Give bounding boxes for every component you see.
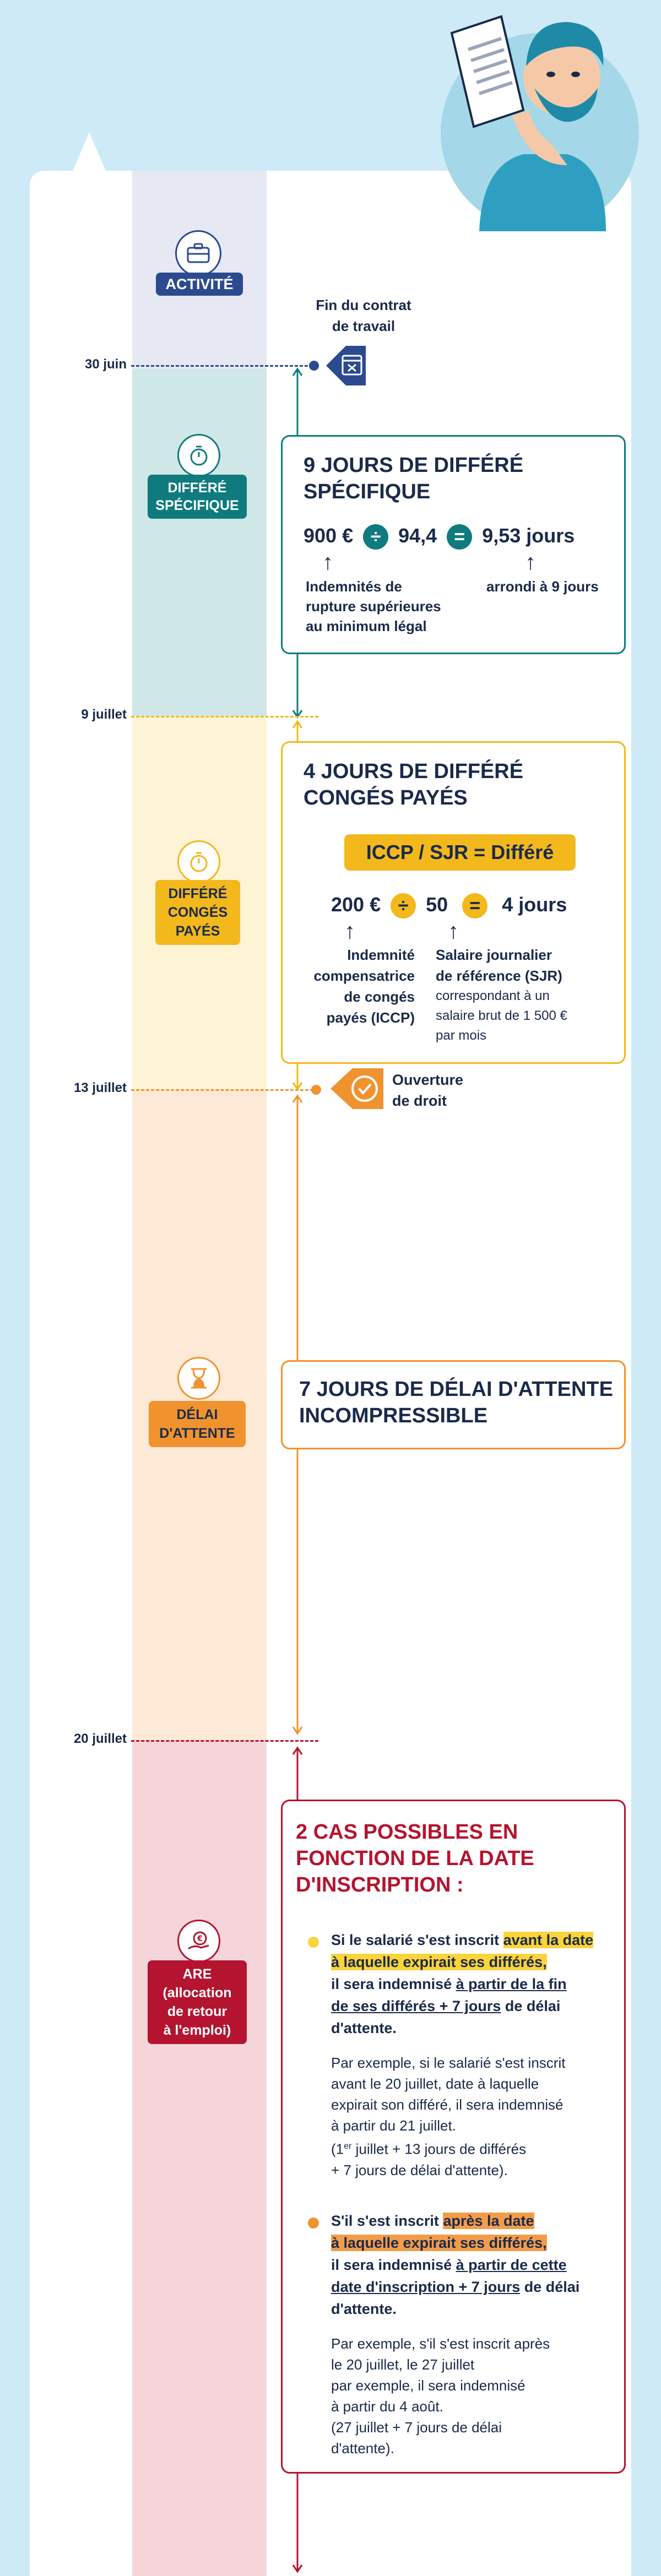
date-line-13-juillet [131, 1089, 318, 1091]
up-arrow-icon: ↑ [525, 550, 536, 574]
conges-val1: 200 € [331, 893, 381, 916]
phase-label-specific: DIFFÉRÉ SPÉCIFIQUE [148, 475, 247, 519]
event-ouverture-droit: Ouverture de droit [392, 1072, 464, 1109]
box-are-title-2: FONCTION DE LA DATE [296, 1847, 534, 1870]
phase-label-conges: DIFFÉRÉ CONGÉS PAYÉS [155, 880, 240, 945]
box-delai-attente: 7 JOURS DE DÉLAI D'ATTENTE INCOMPRESSIBL… [281, 1360, 626, 1449]
band-are [132, 1740, 267, 2576]
phase-label-activity: ACTIVITÉ [156, 273, 243, 296]
equals-icon: = [462, 893, 488, 919]
briefcase-icon [175, 230, 221, 276]
divide-icon: ÷ [363, 524, 389, 550]
conges-val3: 4 jours [502, 893, 567, 916]
date-dot-30-juin [309, 361, 319, 371]
conges-note-2: Salaire journalier de référence (SJR) co… [436, 947, 567, 1043]
person-reading-illustration [386, 0, 639, 242]
specific-note-1: Indemnités de rupture supérieures au min… [306, 578, 441, 634]
date-label-30-juin: 30 juin [84, 357, 127, 372]
stopwatch-icon [177, 434, 220, 477]
up-arrow-icon: ↑ [344, 919, 355, 943]
check-badge-icon [328, 1064, 386, 1113]
phase-label-attente: DÉLAI D'ATTENTE [149, 1401, 246, 1447]
case-2: S'il s'est inscrit après la date à laque… [331, 2213, 580, 2457]
equals-icon: = [447, 524, 473, 550]
date-label-13-juillet: 13 juillet [73, 1080, 127, 1095]
box-differe-conges: 4 JOURS DE DIFFÉRÉ CONGÉS PAYÉS ICCP / S… [281, 741, 626, 1064]
box-differe-specifique: 9 JOURS DE DIFFÉRÉ SPÉCIFIQUE 900 € ÷ 94… [281, 435, 626, 654]
box-specific-title-1: 9 JOURS DE DIFFÉRÉ [304, 454, 524, 477]
date-line-9-juillet [131, 716, 318, 718]
specific-note-2: arrondi à 9 jours [486, 578, 599, 595]
card-notch [71, 132, 108, 176]
box-are-title-1: 2 CAS POSSIBLES EN [296, 1820, 518, 1844]
event-end-contract: Fin du contrat de travail [316, 297, 411, 334]
divide-icon: ÷ [391, 893, 416, 919]
conges-note-1: Indemnité compensatrice de congés payés … [313, 947, 415, 1026]
phase-label-are: ARE (allocation de retour à l'emploi) [148, 1960, 247, 2044]
hourglass-icon [177, 1357, 220, 1400]
up-arrow-icon: ↑ [322, 550, 333, 574]
conges-val2: 50 [426, 893, 448, 916]
specific-val2: 94,4 [398, 524, 437, 547]
bullet-dot [308, 1937, 319, 1948]
box-attente-title-1: 7 JOURS DE DÉLAI D'ATTENTE [299, 1378, 613, 1401]
date-line-20-juillet [131, 1740, 318, 1742]
box-conges-title-1: 4 JOURS DE DIFFÉRÉ [304, 760, 524, 783]
date-line-30-juin [131, 365, 313, 367]
box-are-title-3: D'INSCRIPTION : [296, 1873, 464, 1896]
box-attente-title-2: INCOMPRESSIBLE [299, 1404, 488, 1427]
bullet-dot [308, 2218, 319, 2229]
date-dot-13-juillet [311, 1085, 321, 1095]
conges-formula: ICCP / SJR = Différé [344, 834, 576, 871]
band-specific [132, 369, 267, 716]
euro-hand-icon: € [177, 1920, 220, 1963]
box-are-cases: 2 CAS POSSIBLES EN FONCTION DE LA DATE D… [281, 1800, 626, 2474]
up-arrow-icon: ↑ [448, 919, 459, 943]
specific-val3: 9,53 jours [482, 524, 575, 547]
case-1: Si le salarié s'est inscrit avant la dat… [331, 1932, 594, 2178]
date-label-20-juillet: 20 juillet [73, 1731, 127, 1746]
svg-text:€: € [197, 1934, 203, 1943]
box-conges-title-2: CONGÉS PAYÉS [304, 786, 468, 809]
calendar-x-icon [324, 344, 368, 388]
date-label-9-juillet: 9 juillet [81, 707, 127, 722]
stopwatch-icon [177, 840, 220, 883]
specific-val1: 900 € [304, 524, 354, 547]
box-specific-title-2: SPÉCIFIQUE [304, 480, 431, 503]
